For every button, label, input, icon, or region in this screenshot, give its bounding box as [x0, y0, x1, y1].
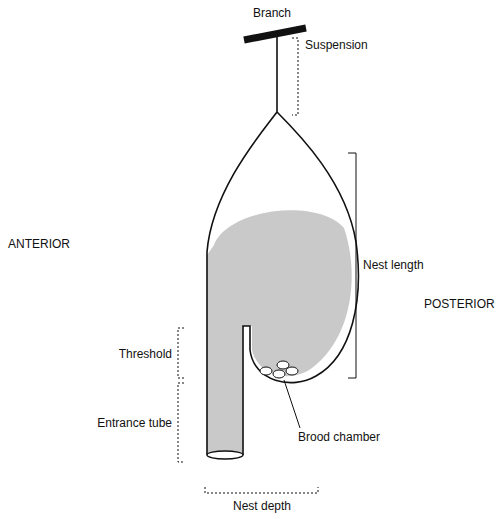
- leader-line: [284, 380, 300, 428]
- part-label: Branch: [253, 6, 291, 20]
- nest-wall: [243, 112, 358, 455]
- eggs: [260, 361, 298, 378]
- part-label: Threshold: [119, 347, 172, 361]
- part-label: Nest depth: [233, 499, 291, 513]
- part-label: Entrance tube: [97, 416, 172, 430]
- part-label: Suspension: [305, 38, 368, 52]
- nest-interior: [207, 210, 352, 455]
- part-label: POSTERIOR: [424, 297, 495, 311]
- part-label: Nest length: [363, 258, 424, 272]
- dimension-bracket: [178, 38, 356, 493]
- nest-wall: [207, 35, 277, 455]
- part-label: ANTERIOR: [8, 237, 70, 251]
- tube-opening: [207, 451, 243, 459]
- part-label: Brood chamber: [298, 430, 380, 444]
